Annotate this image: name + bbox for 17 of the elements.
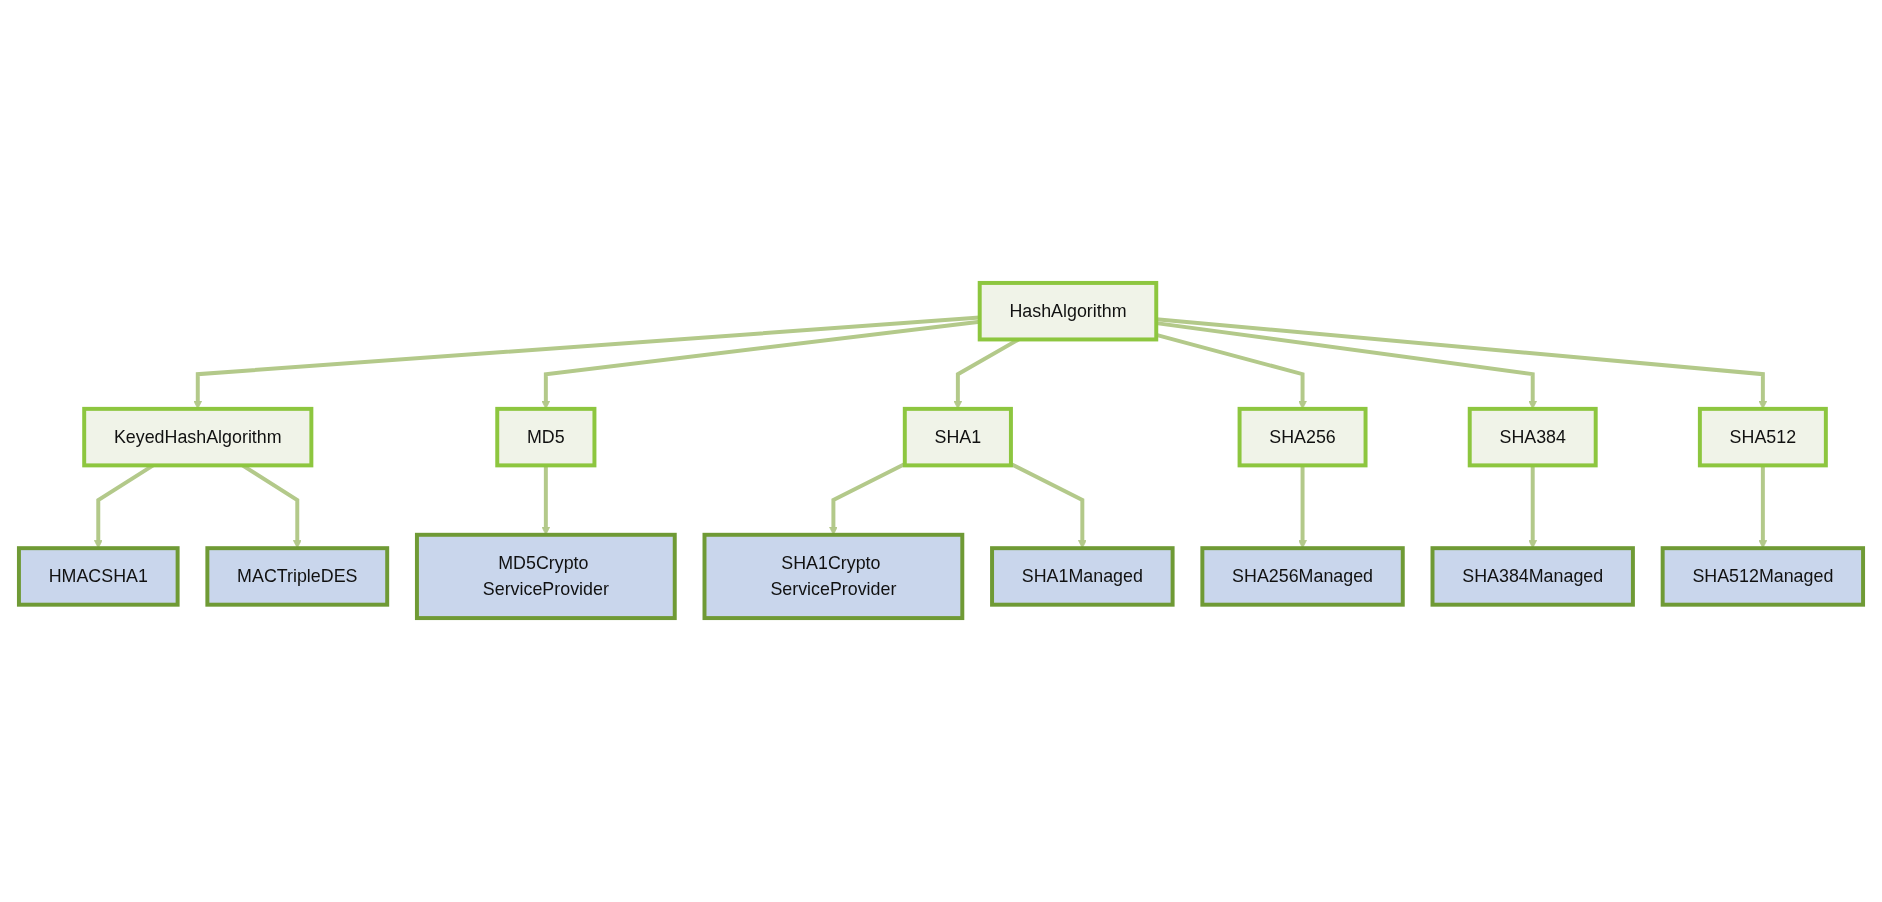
node-box: MACTripleDES [205,546,390,608]
node-box: SHA512 [1697,407,1828,468]
node-box: HashAlgorithm [977,281,1159,342]
node-box: SHA512Managed [1660,546,1866,608]
node-box: MD5 [495,407,597,468]
node-box: SHA1 [902,407,1013,468]
arrow [829,462,906,536]
node-box: SHA384Managed [1430,546,1635,608]
arrow [541,465,551,536]
node-box: SHA1Crypto ServiceProvider [702,533,965,621]
node-box: MD5Crypto ServiceProvider [414,533,677,621]
node-box: SHA1Managed [990,546,1175,608]
node-box: SHA256 [1237,407,1368,468]
node-box: SHA256Managed [1200,546,1405,608]
node-box: KeyedHashAlgorithm [82,407,314,468]
node-box: SHA384 [1467,407,1598,468]
node-box: HMACSHA1 [16,546,180,608]
